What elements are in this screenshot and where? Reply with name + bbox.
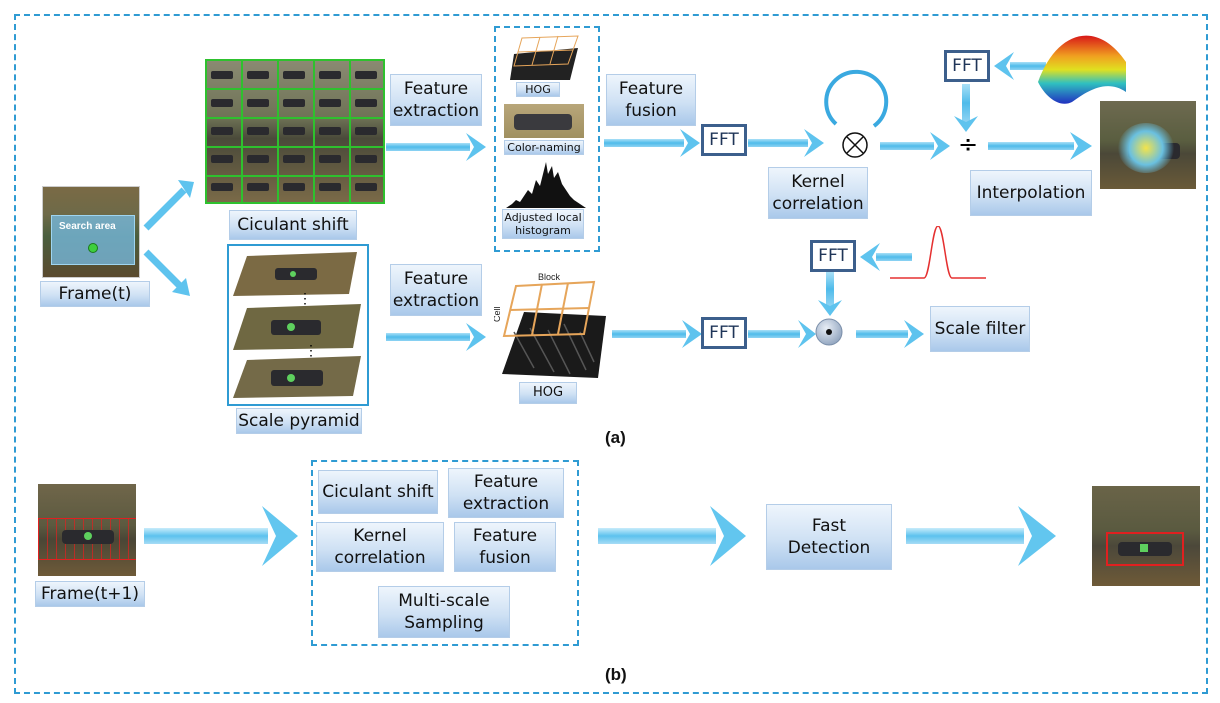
b-feature-extraction: Feature extraction bbox=[448, 468, 564, 518]
b-kernel-correlation: Kernel correlation bbox=[316, 522, 444, 572]
hog-label-top: HOG bbox=[516, 82, 560, 97]
color-naming-label: Color-naming bbox=[504, 140, 584, 155]
pyramid-dots-2: ⋮ bbox=[304, 342, 318, 358]
scale-filter-label: Scale filter bbox=[930, 306, 1030, 352]
fast-detection-label: Fast Detection bbox=[766, 504, 892, 570]
response-map-image bbox=[1100, 101, 1196, 189]
pyramid-dots-1: ⋮ bbox=[298, 290, 312, 306]
feature-fusion-label: Feature fusion bbox=[606, 74, 696, 126]
arrow-fft-to-kernel bbox=[748, 129, 824, 157]
response-surface-plot bbox=[1038, 35, 1126, 104]
cell-label: Cell bbox=[494, 306, 502, 322]
frame-t1-marker bbox=[84, 532, 92, 540]
features-group bbox=[494, 26, 600, 252]
frame-t-image: Search area bbox=[42, 186, 140, 278]
hog-thumb-bottom: Block Cell bbox=[494, 272, 606, 378]
fft-block-gauss: FFT bbox=[810, 240, 856, 272]
scale-pyramid-frame bbox=[227, 244, 369, 406]
b-ciculant-shift: Ciculant shift bbox=[318, 470, 438, 514]
big-arrow-1 bbox=[144, 506, 298, 566]
feature-extraction-label-top: Feature extraction bbox=[390, 74, 482, 126]
feature-extraction-label-bottom: Feature extraction bbox=[390, 264, 482, 316]
arrow-fe-to-hog-bottom bbox=[386, 323, 486, 351]
b-feature-fusion: Feature fusion bbox=[454, 522, 556, 572]
arrow-gauss-fft-down bbox=[818, 272, 842, 316]
arrow-fe-to-features-top bbox=[386, 133, 486, 161]
arrow-features-to-fft-top bbox=[604, 129, 700, 157]
arrow-dot-to-scale bbox=[856, 320, 924, 348]
frame-t-label: Frame(t) bbox=[40, 281, 150, 307]
arrow-divide-to-response bbox=[988, 132, 1092, 160]
color-naming-car bbox=[514, 114, 572, 130]
detection-bbox bbox=[1106, 532, 1184, 566]
frame-t1-label: Frame(t+1) bbox=[35, 581, 145, 607]
arrow-fft-to-dot bbox=[748, 320, 816, 348]
search-area-box bbox=[51, 215, 135, 265]
interpolation-label: Interpolation bbox=[970, 170, 1092, 216]
arrow-surface-to-fft bbox=[994, 52, 1046, 80]
process-group bbox=[311, 460, 579, 646]
caption-a: (a) bbox=[605, 428, 626, 447]
arrow-frame-to-circulant bbox=[143, 180, 194, 231]
b-multi-scale: Multi-scale Sampling bbox=[378, 586, 510, 638]
arrow-hog-to-fft-bottom bbox=[612, 320, 702, 348]
detection-marker bbox=[1140, 544, 1148, 552]
target-marker bbox=[88, 243, 98, 253]
big-arrow-3 bbox=[906, 506, 1056, 566]
fft-block-bottom: FFT bbox=[701, 317, 747, 349]
gaussian-curve bbox=[890, 226, 986, 279]
hog-label-bottom: HOG bbox=[519, 382, 577, 404]
scale-pyramid-images bbox=[233, 252, 361, 398]
histogram-thumb bbox=[506, 162, 586, 208]
ciculant-shift-label: Ciculant shift bbox=[229, 210, 357, 240]
outer-frame bbox=[14, 14, 1208, 694]
detection-result-image bbox=[1092, 486, 1200, 586]
frame-t1-image bbox=[38, 484, 136, 576]
color-naming-thumb bbox=[504, 104, 584, 138]
response-heatspot bbox=[1118, 123, 1174, 173]
hog-thumb-top bbox=[510, 35, 579, 80]
scale-pyramid-label: Scale pyramid bbox=[236, 408, 362, 434]
kernel-correlation-label: Kernel correlation bbox=[768, 167, 868, 219]
divide-symbol: ÷ bbox=[958, 130, 979, 158]
arrow-top-fft-down bbox=[954, 84, 978, 132]
arrow-kernel-to-divide bbox=[880, 132, 950, 160]
block-label: Block bbox=[538, 272, 561, 282]
fft-block-top: FFT bbox=[701, 124, 747, 156]
arrow-frame-to-pyramid bbox=[143, 249, 190, 296]
big-arrow-2 bbox=[598, 506, 746, 566]
search-area-label: Search area bbox=[59, 221, 116, 232]
arrow-gauss-to-fft bbox=[860, 243, 912, 271]
adjusted-hist-label: Adjusted local histogram bbox=[502, 209, 584, 239]
kernel-loop bbox=[824, 69, 889, 128]
fft-block-upper-right: FFT bbox=[944, 50, 990, 82]
caption-b: (b) bbox=[605, 665, 627, 684]
circulant-cars bbox=[211, 71, 377, 191]
